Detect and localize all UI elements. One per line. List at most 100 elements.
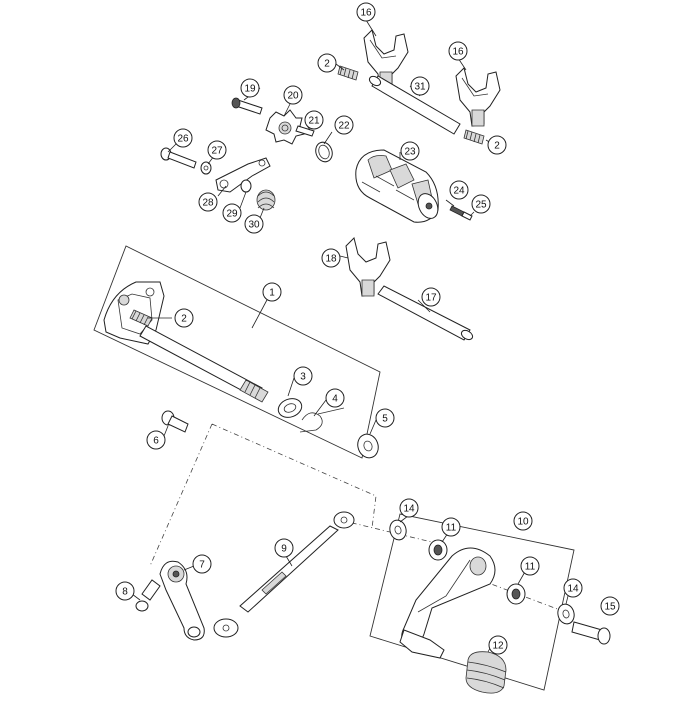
locking-lever-28 xyxy=(215,157,271,193)
callout-29: 29 xyxy=(222,203,242,223)
shift-rod-31 xyxy=(368,75,461,135)
callout-10: 10 xyxy=(513,511,533,531)
spring-right xyxy=(463,129,485,145)
callout-2-right: 2 xyxy=(487,135,507,155)
callout-label: 29 xyxy=(226,209,238,220)
callout-label: 30 xyxy=(248,220,260,231)
callout-label: 7 xyxy=(199,560,205,571)
washer-5 xyxy=(357,433,379,459)
callout-label: 9 xyxy=(281,544,287,555)
callout-12: 12 xyxy=(488,635,508,655)
callout-label: 2 xyxy=(494,141,500,152)
screw-6 xyxy=(161,410,189,433)
shift-linkage-rod-9 xyxy=(213,511,355,638)
callout-label: 12 xyxy=(492,641,504,652)
washer-29 xyxy=(240,179,252,193)
callout-19: 19 xyxy=(240,78,260,98)
callout-label: 4 xyxy=(332,394,338,405)
callout-label: 10 xyxy=(517,517,529,528)
callout-label: 5 xyxy=(382,414,388,425)
washer-27 xyxy=(200,161,212,175)
callout-label: 2 xyxy=(324,59,330,70)
callout-4: 4 xyxy=(325,388,345,408)
callout-3: 3 xyxy=(293,366,313,386)
callout-31: 31 xyxy=(410,76,430,96)
callout-8: 8 xyxy=(115,581,135,601)
callout-26: 26 xyxy=(173,128,193,148)
shift-lever-arm-7 xyxy=(159,560,205,641)
callout-label: 11 xyxy=(446,523,457,534)
pin-21 xyxy=(295,125,315,137)
screw-26 xyxy=(160,147,197,169)
callout-label: 8 xyxy=(122,587,128,598)
bearing-11-upper xyxy=(428,539,448,561)
callout-24: 24 xyxy=(449,180,469,200)
callout-label: 28 xyxy=(202,198,214,209)
callout-label: 20 xyxy=(287,91,299,102)
callout-17: 17 xyxy=(421,287,441,307)
callout-14-lower: 14 xyxy=(563,578,583,598)
callout-23: 23 xyxy=(400,141,420,161)
rubber-12 xyxy=(465,651,507,694)
callout-18: 18 xyxy=(321,248,341,268)
callout-label: 27 xyxy=(211,146,223,157)
callout-28: 28 xyxy=(198,192,218,212)
callout-label: 16 xyxy=(452,47,464,58)
callout-label: 1 xyxy=(269,288,275,299)
callout-label: 11 xyxy=(525,562,536,573)
spring-30 xyxy=(256,189,276,211)
callout-2-upper: 2 xyxy=(317,53,337,73)
callout-7: 7 xyxy=(192,554,212,574)
callout-6: 6 xyxy=(146,430,166,450)
shift-fork-right xyxy=(455,67,501,127)
callout-label: 25 xyxy=(475,200,487,211)
callout-16-right: 16 xyxy=(448,41,468,61)
callout-15: 15 xyxy=(600,596,620,616)
callout-21: 21 xyxy=(304,110,324,130)
callout-22: 22 xyxy=(334,115,354,135)
callout-label: 23 xyxy=(404,147,416,158)
callout-14-upper: 14 xyxy=(399,498,419,518)
washer-14-lower xyxy=(557,603,575,625)
callout-16-upper: 16 xyxy=(356,2,376,22)
callout-1: 1 xyxy=(262,282,282,302)
callout-label: 19 xyxy=(244,84,256,95)
shift-rod-17 xyxy=(377,285,474,341)
callout-2-shaft: 2 xyxy=(174,308,194,328)
callout-30: 30 xyxy=(244,214,264,234)
callout-label: 21 xyxy=(308,116,320,127)
callout-label: 31 xyxy=(414,82,426,93)
callout-label: 15 xyxy=(604,602,616,613)
shift-lever-10 xyxy=(399,547,496,659)
callout-label: 6 xyxy=(153,436,159,447)
shift-shaft-frame xyxy=(93,245,381,459)
callout-11-lower: 11 xyxy=(520,556,540,576)
callout-label: 24 xyxy=(453,186,465,197)
screw-8 xyxy=(135,579,161,612)
callout-11-upper: 11 xyxy=(441,517,461,537)
callout-9: 9 xyxy=(274,538,294,558)
assembly-path-line xyxy=(149,423,561,611)
washer-22 xyxy=(315,141,333,163)
shift-drum-23 xyxy=(355,149,439,223)
shift-shaft-assembly xyxy=(103,281,345,433)
callout-label: 17 xyxy=(425,293,437,304)
pin-25 xyxy=(461,211,473,221)
bearing-11-lower xyxy=(506,583,526,605)
callout-label: 14 xyxy=(403,504,415,515)
shift-fork-18 xyxy=(345,237,391,297)
callout-label: 14 xyxy=(567,584,579,595)
callout-20: 20 xyxy=(283,85,303,105)
callout-5: 5 xyxy=(375,408,395,428)
callout-label: 3 xyxy=(300,372,306,383)
screw-19 xyxy=(231,97,263,115)
callout-label: 2 xyxy=(181,314,187,325)
callout-label: 26 xyxy=(177,134,189,145)
washer-14-upper xyxy=(389,519,407,541)
callout-label: 16 xyxy=(360,8,372,19)
callout-25: 25 xyxy=(471,194,491,214)
callout-label: 18 xyxy=(325,254,337,265)
screw-15 xyxy=(571,621,611,645)
